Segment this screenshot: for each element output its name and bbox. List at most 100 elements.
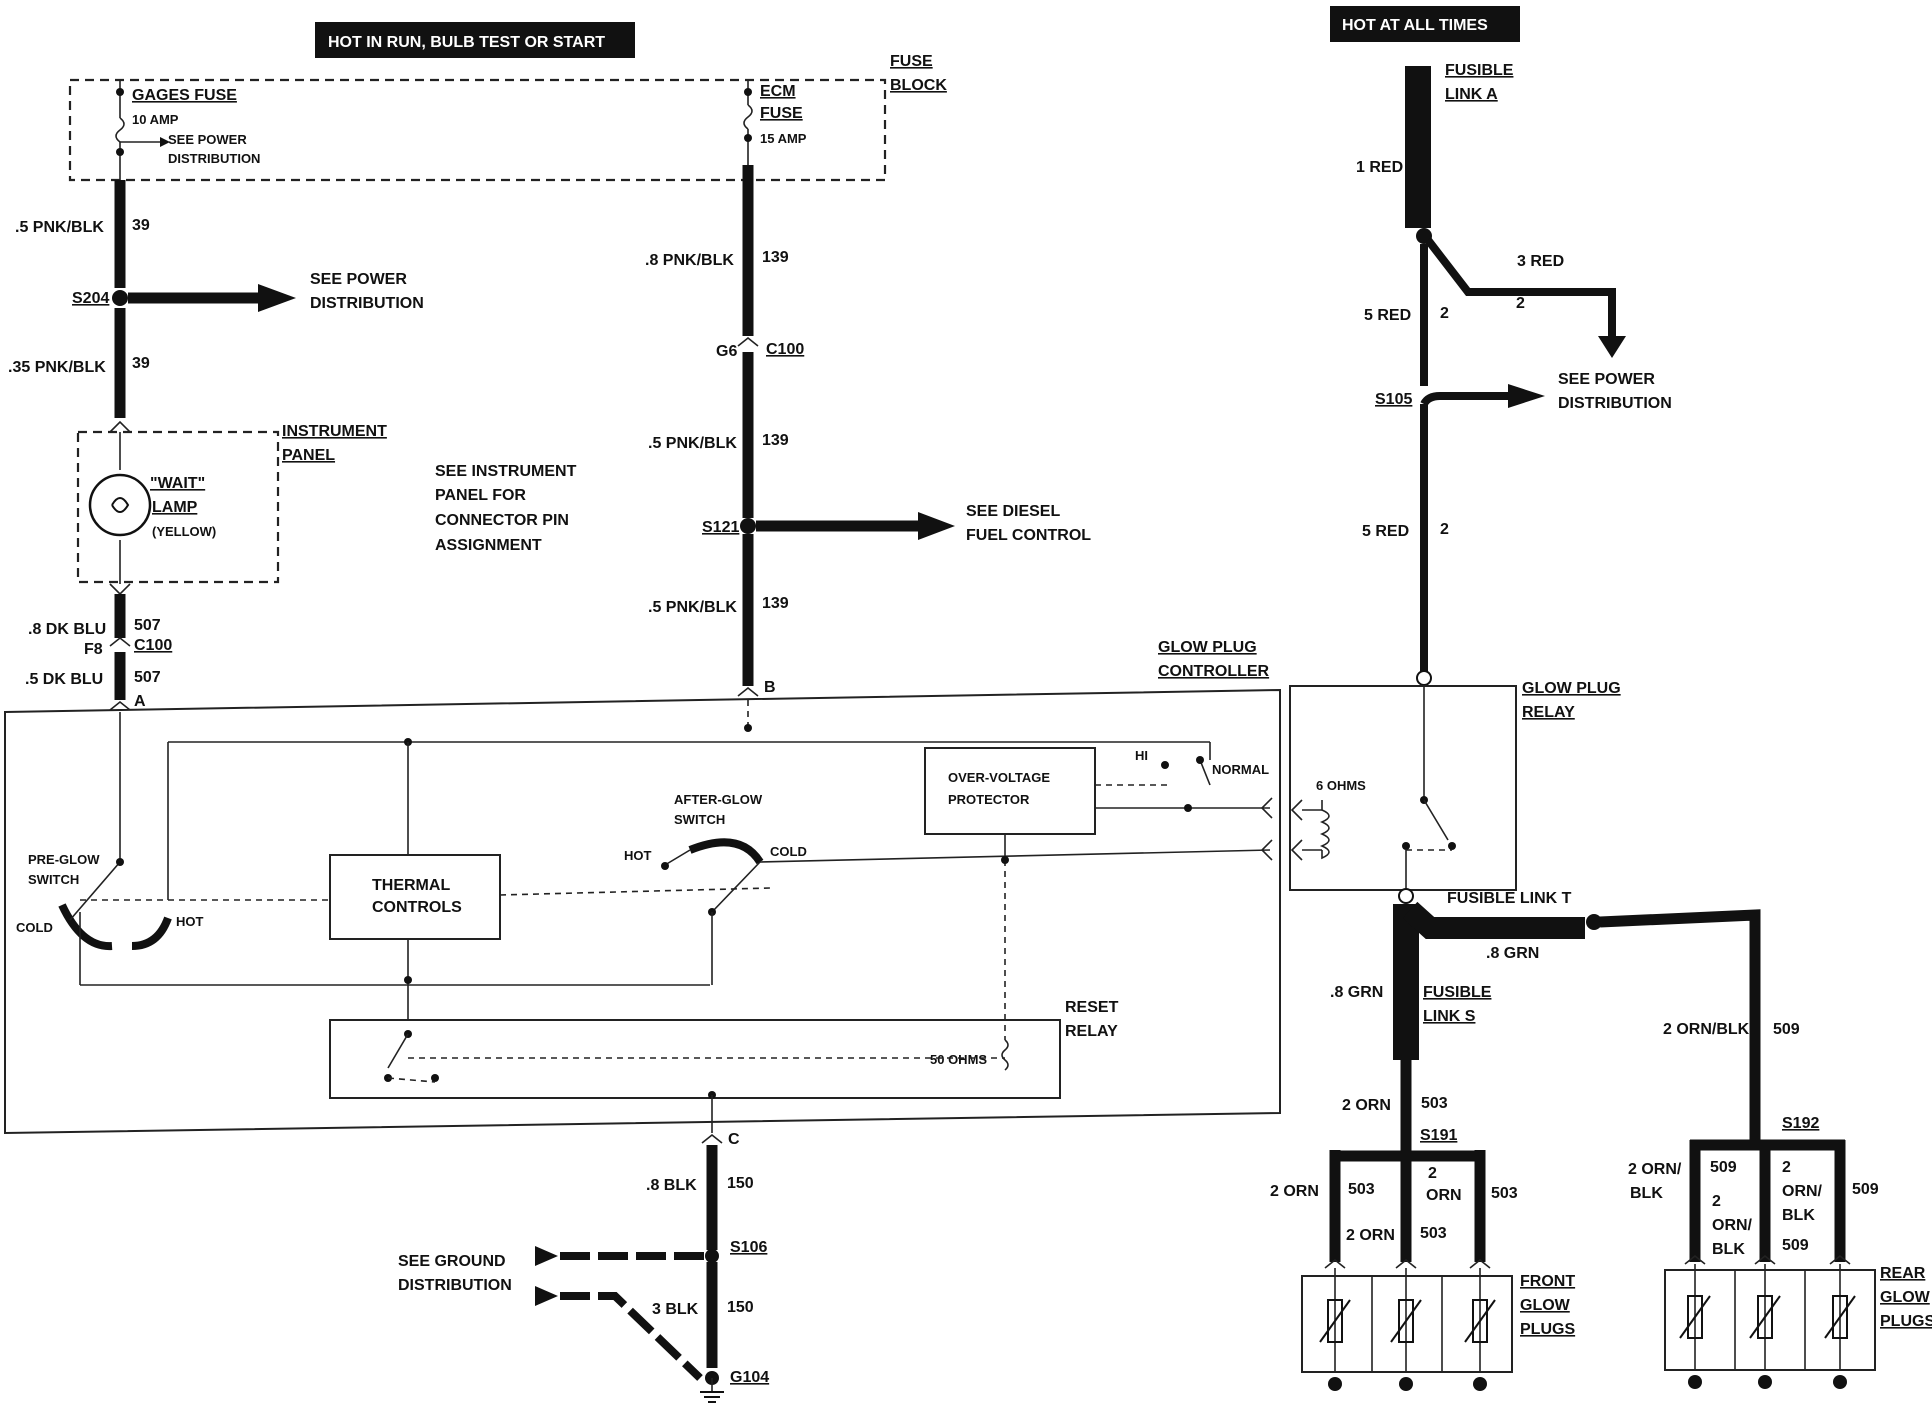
banner-hot-run: HOT IN RUN, BULB TEST OR START bbox=[315, 22, 635, 58]
controller-label-2: CONTROLLER bbox=[1158, 663, 1270, 680]
rear-a-3: BLK bbox=[1712, 1241, 1745, 1258]
grn-8b: .8 GRN bbox=[1330, 984, 1383, 1001]
rear-plug-2 bbox=[1749, 1254, 1781, 1389]
see-diesel-2: FUEL CONTROL bbox=[966, 527, 1091, 544]
front-mid-2: ORN bbox=[1426, 1187, 1462, 1204]
instrument-note-3: CONNECTOR PIN bbox=[435, 512, 569, 529]
instrument-note-4: ASSIGNMENT bbox=[435, 537, 542, 554]
rear-glow-3: PLUGS bbox=[1880, 1313, 1932, 1330]
instrument-panel-label-2: PANEL bbox=[282, 447, 335, 464]
red-3-circuit: 2 bbox=[1516, 295, 1525, 312]
instrument-note: SEE INSTRUMENT PANEL FOR CONNECTOR PIN A… bbox=[435, 463, 577, 554]
front-bus: S191 2 ORN 503 2 ORN 503 2 ORN 503 bbox=[1270, 1127, 1518, 1262]
red-3: 3 RED bbox=[1517, 253, 1564, 270]
rear-b-circuit: 509 bbox=[1782, 1237, 1809, 1254]
ovp-label-1: OVER-VOLTAGE bbox=[948, 770, 1050, 785]
left-see-power-1: SEE POWER bbox=[310, 271, 407, 288]
left-wire-circuit-1: 39 bbox=[132, 217, 150, 234]
relay-label-1: GLOW PLUG bbox=[1522, 680, 1621, 697]
instrument-note-1: SEE INSTRUMENT bbox=[435, 463, 577, 480]
center-circuit-1: 139 bbox=[762, 249, 789, 266]
left-wire-gauge-1: .5 PNK/BLK bbox=[15, 219, 104, 236]
terminal-a: A bbox=[134, 693, 146, 710]
splice-s192: S192 bbox=[1782, 1115, 1819, 1132]
afterglow-cold: COLD bbox=[770, 844, 807, 859]
center-circuit-2: 139 bbox=[762, 432, 789, 449]
front-plug-1 bbox=[1319, 1258, 1351, 1391]
reset-label-1: RESET bbox=[1065, 999, 1119, 1016]
thermal-label-2: CONTROLS bbox=[372, 899, 462, 916]
fusible-link-s-1: FUSIBLE bbox=[1423, 984, 1492, 1001]
instrument-panel: INSTRUMENT PANEL "WAIT" LAMP (YELLOW) bbox=[76, 420, 387, 596]
afterglow-hot: HOT bbox=[624, 848, 652, 863]
center-pin: G6 bbox=[716, 343, 737, 360]
right-see-power-1: SEE POWER bbox=[1558, 371, 1655, 388]
left-see-power-2: DISTRIBUTION bbox=[310, 295, 424, 312]
center-wire-139: .8 PNK/BLK 139 G6 C100 .5 PNK/BLK 139 S1… bbox=[645, 165, 1091, 697]
glow-plug-controller: GLOW PLUG CONTROLLER PRE-GLOW SWITCH COL… bbox=[4, 639, 1281, 1135]
fusible-link-t: FUSIBLE LINK T bbox=[1447, 890, 1572, 907]
rear-left-circuit: 509 bbox=[1710, 1159, 1737, 1176]
banner-hot-all: HOT AT ALL TIMES bbox=[1330, 6, 1520, 42]
gages-fuse: GAGES FUSE 10 AMP SEE POWER DISTRIBUTION bbox=[115, 80, 260, 180]
see-diesel-1: SEE DIESEL bbox=[966, 503, 1060, 520]
rear-glow-1: REAR bbox=[1880, 1265, 1926, 1282]
front-mid-circuit: 503 bbox=[1420, 1225, 1447, 1242]
relay-label-2: RELAY bbox=[1522, 704, 1575, 721]
lamp-label: LAMP bbox=[152, 499, 198, 516]
preglow-cold: COLD bbox=[16, 920, 53, 935]
fuse-block-label-1: FUSE bbox=[890, 53, 933, 70]
ground-g104: G104 bbox=[730, 1369, 769, 1386]
rear-bus: S192 2 ORN/ BLK 509 2 ORN/ BLK 2 ORN/ BL… bbox=[1628, 1115, 1879, 1262]
banner-hot-run-text: HOT IN RUN, BULB TEST OR START bbox=[328, 34, 605, 51]
yellow-label: (YELLOW) bbox=[152, 524, 216, 539]
instrument-note-2: PANEL FOR bbox=[435, 487, 526, 504]
rear-plug-3 bbox=[1824, 1254, 1856, 1389]
reset-ohms: 50 OHMS bbox=[930, 1052, 987, 1067]
ovp-label-2: PROTECTOR bbox=[948, 792, 1030, 807]
gages-see-power-2: DISTRIBUTION bbox=[168, 151, 260, 166]
terminal-c: C bbox=[728, 1131, 740, 1148]
front-mid-gauge: 2 ORN bbox=[1346, 1227, 1395, 1244]
fuse-block-label-2: BLOCK bbox=[890, 77, 947, 94]
fusible-link-s-2: LINK S bbox=[1423, 1008, 1476, 1025]
thermal-label-1: THERMAL bbox=[372, 877, 450, 894]
wait-label: "WAIT" bbox=[150, 475, 205, 492]
center-gauge-2: .5 PNK/BLK bbox=[648, 435, 737, 452]
blu-gauge-1: .8 DK BLU bbox=[28, 621, 106, 638]
fusible-links-ts: FUSIBLE LINK T .8 GRN .8 GRN FUSIBLE LIN… bbox=[1330, 890, 1800, 1150]
red-feed: FUSIBLE LINK A 1 RED 3 RED 2 5 RED 2 SEE… bbox=[1356, 62, 1672, 686]
preglow-label-2: SWITCH bbox=[28, 872, 79, 887]
gages-fuse-label: GAGES FUSE bbox=[132, 87, 237, 104]
left-wire-circuit-2: 39 bbox=[132, 355, 150, 372]
rear-left-1: 2 ORN/ bbox=[1628, 1161, 1682, 1178]
front-plug-2 bbox=[1390, 1258, 1422, 1391]
ground-gauge-1: .8 BLK bbox=[646, 1177, 697, 1194]
afterglow-label-1: AFTER-GLOW bbox=[674, 792, 763, 807]
banner-hot-all-text: HOT AT ALL TIMES bbox=[1342, 17, 1488, 34]
rear-right-circuit: 509 bbox=[1852, 1181, 1879, 1198]
blu-gauge-2: .5 DK BLU bbox=[25, 671, 103, 688]
red-5b-circuit: 2 bbox=[1440, 521, 1449, 538]
controller-label-1: GLOW PLUG bbox=[1158, 639, 1257, 656]
reset-label-2: RELAY bbox=[1065, 1023, 1118, 1040]
splice-s191: S191 bbox=[1420, 1127, 1457, 1144]
fusible-link-a-1: FUSIBLE bbox=[1445, 62, 1514, 79]
preglow-label-1: PRE-GLOW bbox=[28, 852, 100, 867]
ground-gauge-2: 3 BLK bbox=[652, 1301, 699, 1318]
ovp-hi: HI bbox=[1135, 748, 1148, 763]
splice-s105: S105 bbox=[1375, 391, 1412, 408]
front-left-gauge: 2 ORN bbox=[1270, 1183, 1319, 1200]
front-left-circuit: 503 bbox=[1348, 1181, 1375, 1198]
ground-circuit-1: 150 bbox=[727, 1175, 754, 1192]
rear-glow-2: GLOW bbox=[1880, 1289, 1931, 1306]
rear-b-1: 2 bbox=[1782, 1159, 1791, 1176]
afterglow-label-2: SWITCH bbox=[674, 812, 725, 827]
front-right-circuit: 503 bbox=[1491, 1185, 1518, 1202]
fuse-block-outline bbox=[68, 78, 887, 182]
ground-wire-150: C .8 BLK 150 S106 SEE GROUND DISTRIBUTIO… bbox=[398, 1131, 769, 1403]
blu-circuit-1: 507 bbox=[134, 617, 161, 634]
rear-a-1: 2 bbox=[1712, 1193, 1721, 1210]
center-connector: C100 bbox=[766, 341, 804, 358]
